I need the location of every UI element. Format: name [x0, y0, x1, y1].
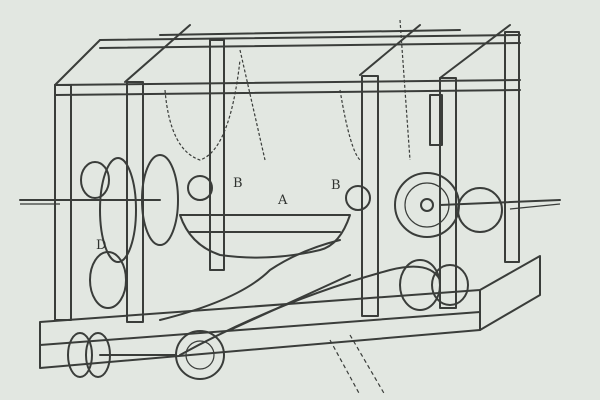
- frame-posts: [54, 31, 520, 323]
- label-b-right: B: [331, 178, 341, 193]
- basin: [179, 175, 371, 259]
- gears: [80, 154, 503, 311]
- front-wheels: [67, 330, 225, 380]
- label-b-left: B: [233, 176, 243, 191]
- dashed-line: [329, 339, 361, 396]
- label-d: D: [96, 238, 107, 253]
- belts: [159, 239, 441, 356]
- label-a: A: [278, 193, 288, 208]
- top-frame: [54, 24, 521, 96]
- chains: [164, 19, 411, 161]
- dashed-line: [349, 334, 386, 396]
- base-platform: [39, 255, 541, 369]
